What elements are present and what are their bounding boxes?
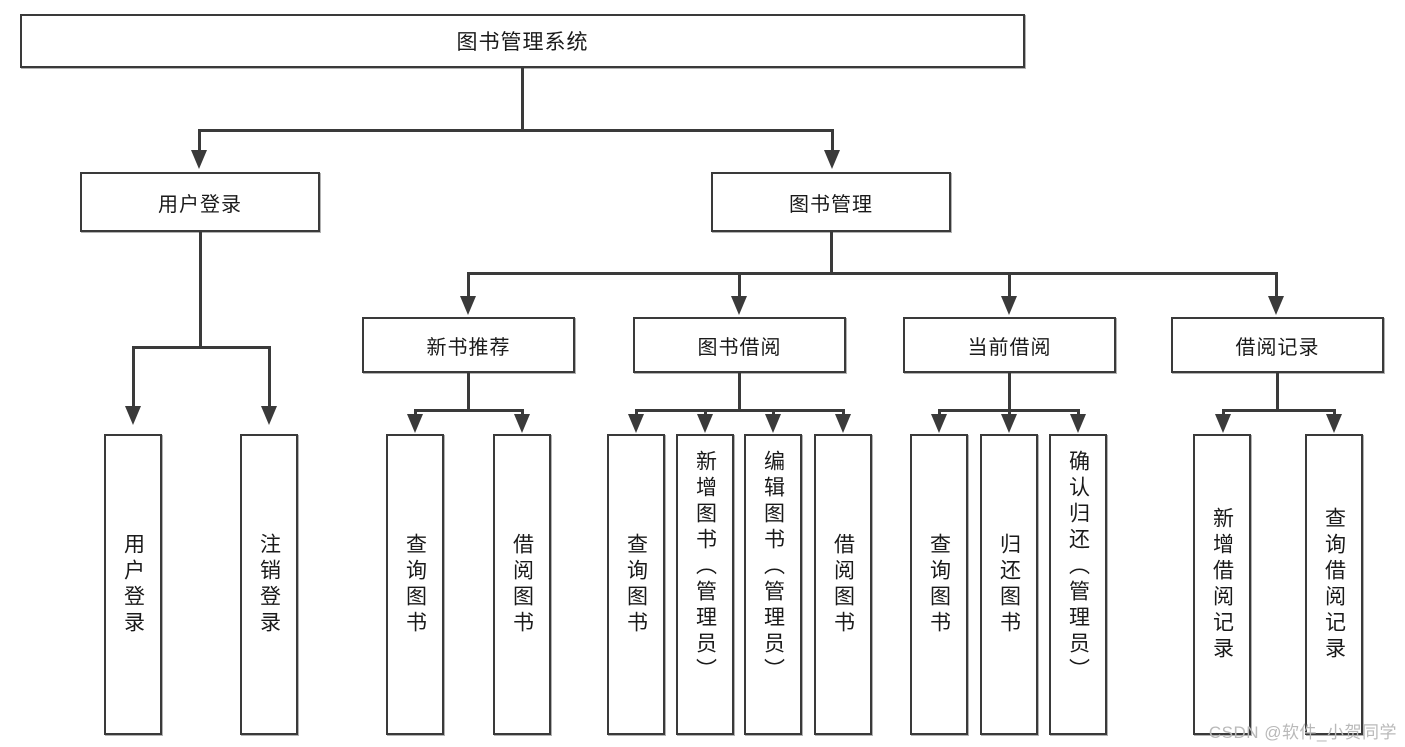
leaf-user-login-login[interactable]: 用户登录: [104, 434, 162, 735]
connector-book-mgmt-bus: [467, 272, 1278, 275]
node-label: 图书管理: [789, 193, 873, 216]
leaf-current-borrow-confirm[interactable]: 确认归还（管理员）: [1049, 434, 1107, 735]
arrowhead-borrow-record-leaf-1: [1326, 414, 1342, 433]
leaf-label: 查询图书: [403, 532, 427, 637]
arrowhead-user-login-leaf-1: [261, 406, 277, 425]
leaf-label: 归还图书: [997, 532, 1021, 637]
connector-book-mgmt-to-lvl3-3: [1275, 272, 1278, 299]
node-book-borrow[interactable]: 图书借阅: [633, 317, 846, 373]
connector-root-to-user-login: [198, 129, 201, 154]
connector-user-login-stem: [199, 232, 202, 346]
arrowhead-book-borrow-leaf-1: [697, 414, 713, 433]
connector-book-mgmt-to-lvl3-2: [1008, 272, 1011, 299]
connector-new-book-stem: [467, 373, 470, 409]
leaf-label: 编辑图书（管理员）: [761, 450, 785, 684]
connector-current-borrow-stem: [1008, 373, 1011, 409]
arrowhead-current-borrow-leaf-1: [1001, 414, 1017, 433]
node-label: 用户登录: [158, 193, 242, 216]
connector-user-login-bus: [132, 346, 270, 349]
arrowhead-new-book-leaf-0: [407, 414, 423, 433]
leaf-new-book-borrow[interactable]: 借阅图书: [493, 434, 551, 735]
connector-new-book-bus: [414, 409, 524, 412]
node-label: 图书借阅: [697, 336, 782, 359]
leaf-borrow-record-query[interactable]: 查询借阅记录: [1305, 434, 1363, 735]
arrowhead-book-borrow-leaf-3: [835, 414, 851, 433]
node-book-management[interactable]: 图书管理: [711, 172, 951, 232]
arrowhead-borrow-record-leaf-0: [1215, 414, 1231, 433]
arrowhead-current-borrow-leaf-2: [1070, 414, 1086, 433]
leaf-label: 注销登录: [257, 532, 281, 637]
connector-root-stem: [521, 68, 524, 129]
leaf-book-borrow-borrow[interactable]: 借阅图书: [814, 434, 872, 735]
leaf-label: 新增图书（管理员）: [693, 450, 717, 684]
arrowhead-user-login: [191, 150, 207, 169]
arrowhead-lvl3-3: [1268, 296, 1284, 315]
arrowhead-book-borrow-leaf-2: [765, 414, 781, 433]
node-label: 当前借阅: [967, 336, 1052, 359]
leaf-label: 查询图书: [624, 532, 648, 637]
leaf-label: 查询借阅记录: [1322, 506, 1346, 663]
node-new-book-recommend[interactable]: 新书推荐: [362, 317, 575, 373]
node-label: 新书推荐: [426, 336, 511, 359]
arrowhead-user-login-leaf-0: [125, 406, 141, 425]
node-user-login[interactable]: 用户登录: [80, 172, 320, 232]
leaf-book-borrow-add[interactable]: 新增图书（管理员）: [676, 434, 734, 735]
node-current-borrow[interactable]: 当前借阅: [903, 317, 1116, 373]
leaf-label: 新增借阅记录: [1210, 506, 1234, 663]
arrowhead-new-book-leaf-1: [514, 414, 530, 433]
connector-book-mgmt-to-lvl3-0: [467, 272, 470, 299]
connector-borrow-record-bus: [1222, 409, 1336, 412]
connector-root-to-book-mgmt: [831, 129, 834, 154]
leaf-user-login-logout[interactable]: 注销登录: [240, 434, 298, 735]
leaf-label: 用户登录: [121, 532, 145, 637]
leaf-label: 查询图书: [927, 532, 951, 637]
connector-book-mgmt-to-lvl3-1: [738, 272, 741, 299]
leaf-label: 借阅图书: [831, 532, 855, 637]
leaf-label: 借阅图书: [510, 532, 534, 637]
leaf-current-borrow-query[interactable]: 查询图书: [910, 434, 968, 735]
arrowhead-current-borrow-leaf-0: [931, 414, 947, 433]
connector-book-borrow-stem: [738, 373, 741, 409]
leaf-new-book-query[interactable]: 查询图书: [386, 434, 444, 735]
connector-user-login-to-leaf-1: [268, 346, 271, 409]
arrowhead-lvl3-2: [1001, 296, 1017, 315]
leaf-borrow-record-add[interactable]: 新增借阅记录: [1193, 434, 1251, 735]
node-label: 图书管理系统: [456, 31, 589, 54]
connector-borrow-record-stem: [1276, 373, 1279, 409]
node-root-system[interactable]: 图书管理系统: [20, 14, 1025, 68]
connector-book-borrow-bus: [635, 409, 845, 412]
leaf-current-borrow-return[interactable]: 归还图书: [980, 434, 1038, 735]
connector-user-login-to-leaf-0: [132, 346, 135, 409]
leaf-book-borrow-query[interactable]: 查询图书: [607, 434, 665, 735]
connector-root-bus: [198, 129, 834, 132]
arrowhead-lvl3-0: [460, 296, 476, 315]
node-borrow-record[interactable]: 借阅记录: [1171, 317, 1384, 373]
node-label: 借阅记录: [1235, 336, 1320, 359]
arrowhead-lvl3-1: [731, 296, 747, 315]
leaf-book-borrow-edit[interactable]: 编辑图书（管理员）: [744, 434, 802, 735]
arrowhead-book-mgmt: [824, 150, 840, 169]
connector-book-mgmt-stem: [830, 232, 833, 272]
leaf-label: 确认归还（管理员）: [1066, 450, 1090, 684]
arrowhead-book-borrow-leaf-0: [628, 414, 644, 433]
